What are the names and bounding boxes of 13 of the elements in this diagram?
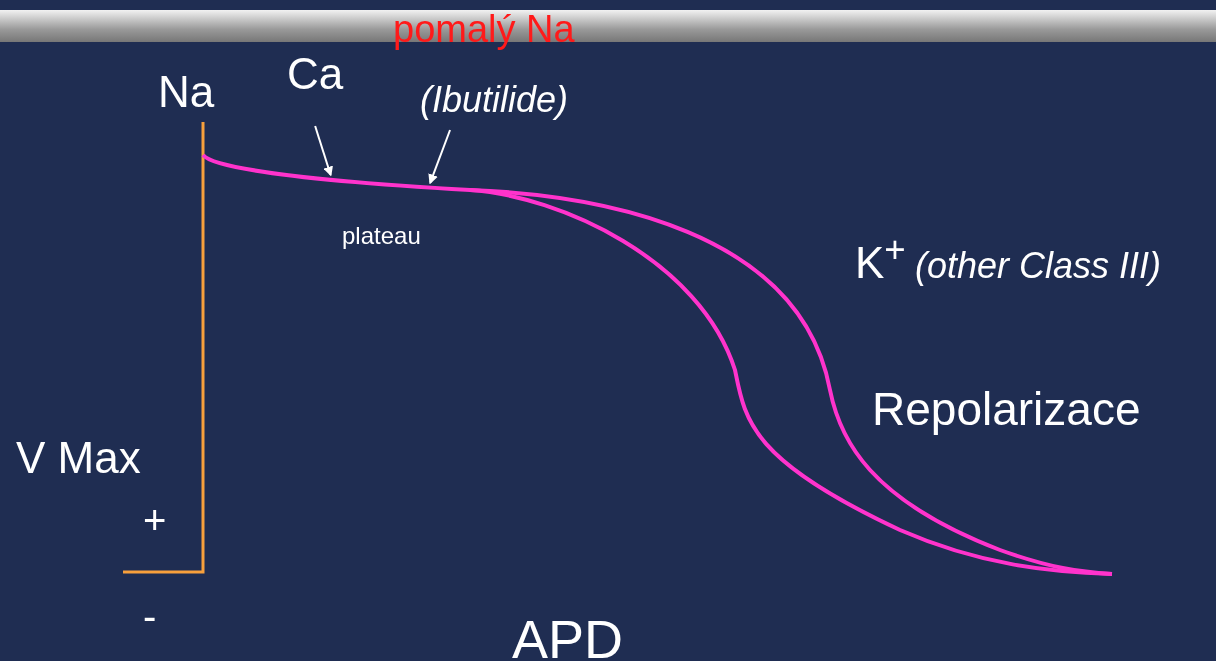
phase-label: plateau (342, 224, 421, 248)
leader-arrow (428, 129, 452, 185)
drug-class-label: (other Class III) (915, 248, 1162, 284)
axis-label: APD (512, 612, 624, 661)
header-text: pomalý Na (393, 10, 575, 48)
polarity-sign: + (143, 500, 167, 540)
polarity-sign: - (143, 596, 157, 636)
leader-arrow (314, 125, 333, 177)
ion-label: K$^{+}$ (855, 232, 906, 285)
ion-label: Ca (287, 52, 344, 96)
ion-label: Na (158, 70, 215, 114)
drug-label: (Ibutilide) (420, 82, 569, 118)
axis-label: V Max (16, 436, 141, 480)
